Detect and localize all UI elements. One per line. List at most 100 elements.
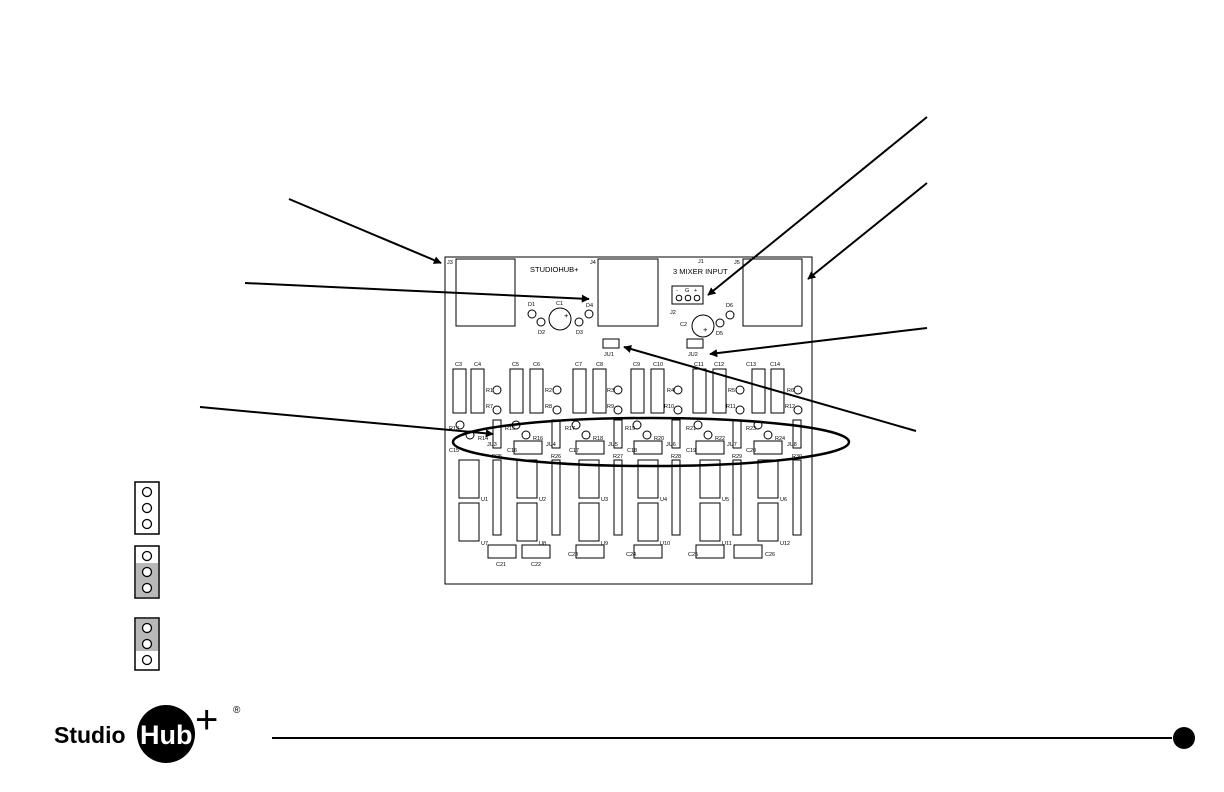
label-j2: J2 xyxy=(670,310,676,316)
logo-registered: ® xyxy=(233,705,241,716)
terminal-pin-plus: + xyxy=(694,288,697,294)
svg-text:R19: R19 xyxy=(625,426,635,432)
svg-text:R14: R14 xyxy=(478,436,488,442)
svg-text:D3: D3 xyxy=(576,330,583,336)
logo-text-hub: Hub xyxy=(140,720,192,750)
svg-text:D4: D4 xyxy=(586,303,593,309)
svg-text:R3: R3 xyxy=(607,388,614,394)
logo-circle xyxy=(137,705,195,763)
svg-text:D1: D1 xyxy=(528,302,535,308)
jumper-ju1 xyxy=(602,338,620,349)
svg-text:C10: C10 xyxy=(653,362,663,368)
label-j1: J1 xyxy=(698,259,704,265)
svg-text:R15: R15 xyxy=(505,426,515,432)
diodes xyxy=(527,309,735,328)
svg-text:R18: R18 xyxy=(593,436,603,442)
svg-text:D5: D5 xyxy=(716,331,723,337)
svg-text:C9: C9 xyxy=(633,362,640,368)
svg-text:C6: C6 xyxy=(533,362,540,368)
svg-text:R21: R21 xyxy=(686,426,696,432)
jumper-legend-open xyxy=(134,481,160,535)
svg-text:U12: U12 xyxy=(780,541,790,547)
svg-text:C26: C26 xyxy=(765,552,775,558)
svg-text:R9: R9 xyxy=(607,404,614,410)
svg-text:C22: C22 xyxy=(531,562,541,568)
ic-row-lower xyxy=(458,502,779,542)
svg-text:JU7: JU7 xyxy=(727,442,737,448)
logo-plus: + xyxy=(195,698,218,742)
svg-text:C19: C19 xyxy=(686,448,696,454)
svg-text:R13: R13 xyxy=(449,426,459,432)
callout-arrow-terminal xyxy=(707,116,928,296)
svg-text:R10: R10 xyxy=(664,404,674,410)
callout-arrow-ju2 xyxy=(709,327,928,358)
svg-text:JU4: JU4 xyxy=(546,442,556,448)
svg-text:JU3: JU3 xyxy=(487,442,497,448)
terminal-pin-ground: G xyxy=(685,288,689,294)
logo-text-studio: Studio xyxy=(54,722,126,748)
label-j3: J3 xyxy=(447,260,453,266)
label-j5: J5 xyxy=(734,260,740,266)
highlight-ellipse xyxy=(451,416,851,468)
svg-text:R16: R16 xyxy=(533,436,543,442)
svg-text:C23: C23 xyxy=(568,552,578,558)
svg-text:U2: U2 xyxy=(539,497,546,503)
mid-capacitor-row xyxy=(513,440,783,455)
terminal-block xyxy=(671,285,704,305)
svg-text:U1: U1 xyxy=(481,497,488,503)
callout-arrow-d4 xyxy=(244,282,590,303)
svg-text:R23: R23 xyxy=(746,426,756,432)
jumper-ju2 xyxy=(686,338,704,349)
svg-text:C5: C5 xyxy=(512,362,519,368)
terminal-pin-minus: - xyxy=(676,288,678,294)
svg-text:JU8: JU8 xyxy=(787,442,797,448)
svg-text:R8: R8 xyxy=(545,404,552,410)
svg-text:U6: U6 xyxy=(780,497,787,503)
film-capacitor-row xyxy=(452,368,785,414)
svg-text:C12: C12 xyxy=(714,362,724,368)
svg-text:C25: C25 xyxy=(688,552,698,558)
capacitor-c2 xyxy=(691,314,715,338)
resistor-row-2 xyxy=(492,405,803,415)
svg-text:U4: U4 xyxy=(660,497,667,503)
capacitor-c1 xyxy=(548,307,572,331)
svg-text:R29: R29 xyxy=(732,454,742,460)
svg-text:R12: R12 xyxy=(785,404,795,410)
bottom-capacitor-row xyxy=(487,544,763,559)
svg-text:+: + xyxy=(703,325,708,334)
svg-text:C2: C2 xyxy=(680,322,687,328)
connector-j4 xyxy=(597,258,659,327)
svg-text:C21: C21 xyxy=(496,562,506,568)
svg-text:JU2: JU2 xyxy=(688,352,698,358)
svg-text:C18: C18 xyxy=(627,448,637,454)
svg-text:C15: C15 xyxy=(449,448,459,454)
callout-arrow-resistors xyxy=(199,406,494,438)
svg-text:C8: C8 xyxy=(596,362,603,368)
resistor-pairs xyxy=(455,420,773,440)
svg-text:U3: U3 xyxy=(601,497,608,503)
board-brand-text: STUDIOHUB+ xyxy=(530,265,579,274)
svg-text:U8: U8 xyxy=(539,541,546,547)
page-marker-dot xyxy=(1173,727,1195,749)
long-resistor-row xyxy=(492,459,802,536)
svg-text:R17: R17 xyxy=(565,426,575,432)
svg-text:C20: C20 xyxy=(746,448,756,454)
resistor-row-1 xyxy=(492,385,803,395)
svg-text:JU1: JU1 xyxy=(604,352,614,358)
svg-text:U5: U5 xyxy=(722,497,729,503)
svg-text:U7: U7 xyxy=(481,541,488,547)
svg-text:JU5: JU5 xyxy=(608,442,618,448)
studiohub-logo: Studio Hub + ® xyxy=(54,698,241,763)
svg-text:R26: R26 xyxy=(551,454,561,460)
svg-text:C16: C16 xyxy=(507,448,517,454)
svg-text:C17: C17 xyxy=(569,448,579,454)
svg-text:C4: C4 xyxy=(474,362,481,368)
svg-text:U10: U10 xyxy=(660,541,670,547)
svg-text:D6: D6 xyxy=(726,303,733,309)
svg-text:R5: R5 xyxy=(728,388,735,394)
svg-text:C3: C3 xyxy=(455,362,462,368)
svg-text:JU6: JU6 xyxy=(666,442,676,448)
svg-text:R6: R6 xyxy=(787,388,794,394)
callout-arrow-j5 xyxy=(807,182,928,280)
